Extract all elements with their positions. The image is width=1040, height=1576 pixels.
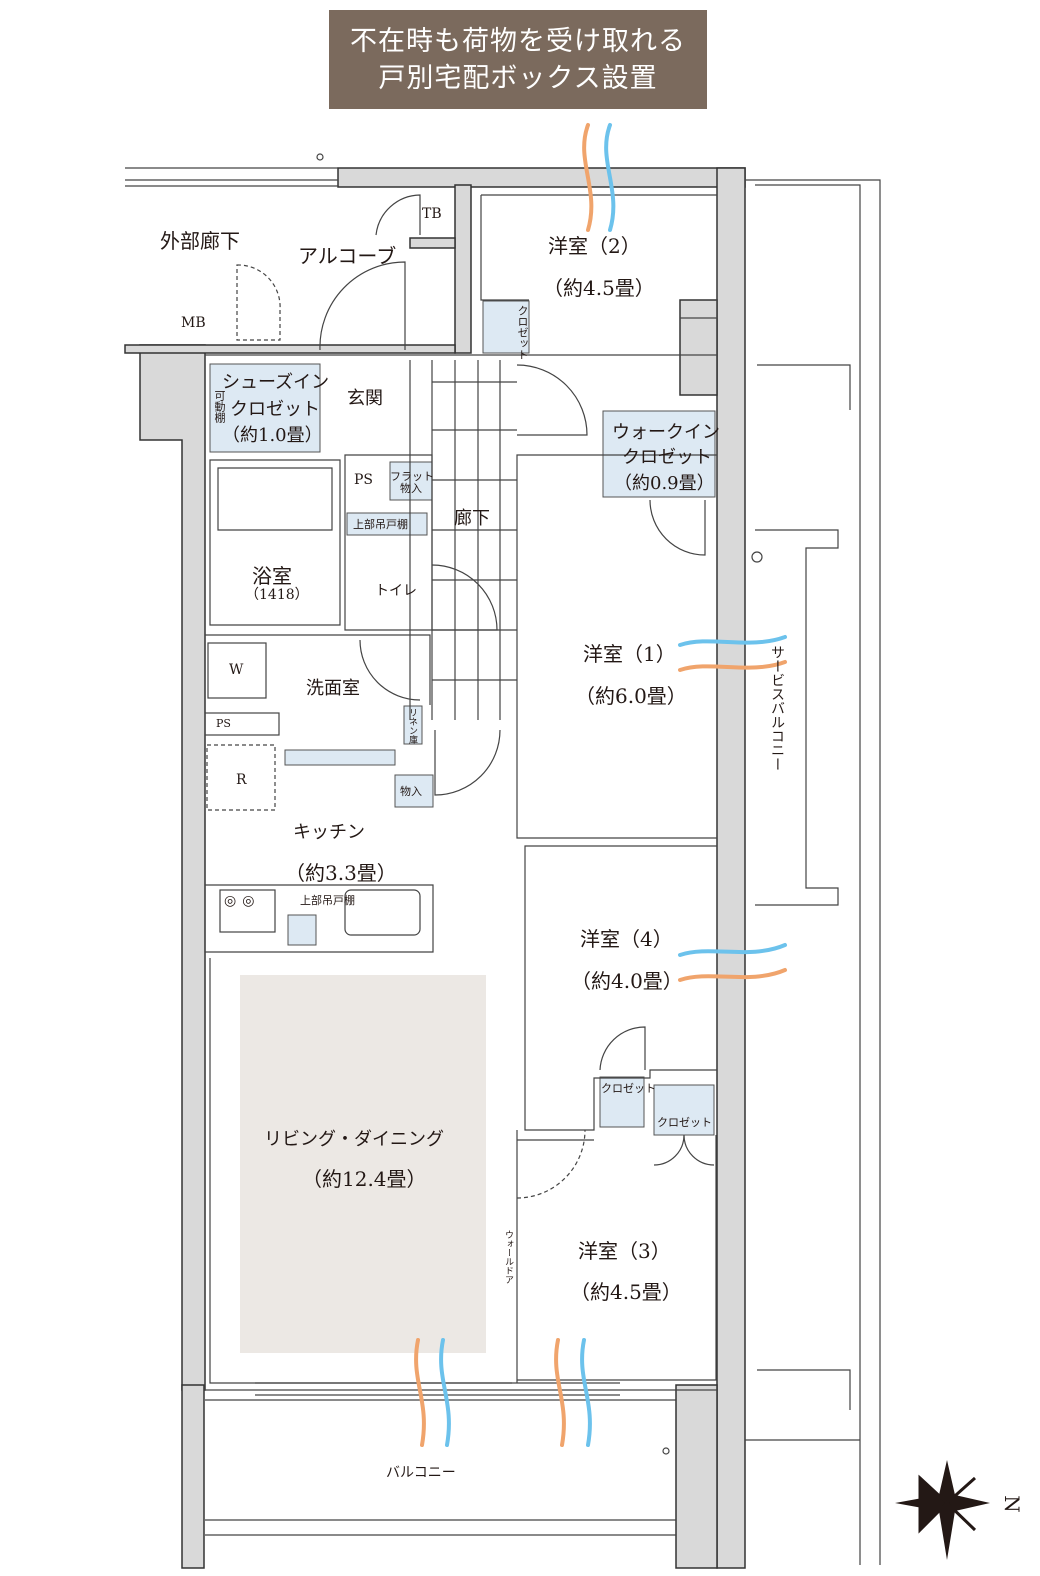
walkin-closet-label-1: ウォークイン	[612, 422, 720, 443]
flat-storage-label-2: 物入	[400, 482, 422, 495]
shoes-closet-label-2: クロゼット	[230, 399, 320, 420]
stove-icon: ◎◎	[224, 893, 261, 909]
storage-label: 物入	[400, 785, 422, 798]
shoes-closet-size: （約1.0畳）	[222, 425, 323, 446]
corridor-label: 廊下	[454, 508, 490, 529]
banner-line-1: 不在時も荷物を受け取れる	[350, 26, 686, 57]
ps-label-2: PS	[216, 717, 231, 730]
shoes-closet-label-1: シューズイン	[222, 372, 330, 393]
north-label: N	[999, 1495, 1024, 1513]
western-room-4-size: （約4.0畳）	[571, 969, 683, 993]
western-room-2-name: 洋室（2）	[548, 234, 641, 258]
western-room-1-size: （約6.0畳）	[575, 684, 687, 708]
wall-door-label: ウォールドア	[503, 1230, 513, 1284]
delivery-box-banner: 不在時も荷物を受け取れる 戸別宅配ボックス設置	[329, 10, 707, 109]
alcove-label: アルコーブ	[298, 244, 397, 268]
tb-label: TB	[422, 206, 442, 222]
balcony-label: バルコニー	[386, 1465, 456, 1481]
mb-label: MB	[181, 315, 206, 331]
wind-arrows	[414, 123, 787, 1447]
kitchen-size: （約3.3畳）	[285, 861, 397, 885]
western-room-1-name: 洋室（1）	[583, 642, 676, 666]
toilet-label: トイレ	[375, 583, 417, 599]
thin-lines	[125, 153, 881, 1565]
western-room-3-name: 洋室（3）	[578, 1239, 671, 1263]
kitchen-label: キッチン	[293, 822, 365, 843]
closet-room2-label: クロゼット	[516, 305, 529, 360]
entrance-label: 玄関	[347, 388, 383, 409]
living-floor	[240, 975, 486, 1353]
living-dining-name: リビング・ダイニング	[264, 1129, 444, 1150]
flat-storage-label-1: フラット	[390, 470, 434, 483]
kitchen-upper-cabinet-label: 上部吊戸棚	[300, 894, 355, 907]
linen-storage-label: リネン庫	[407, 708, 417, 744]
toilet-upper-cabinet-label: 上部吊戸棚	[353, 518, 408, 531]
walkin-closet-label-2: クロゼット	[622, 447, 712, 468]
external-corridor-label: 外部廊下	[160, 229, 240, 253]
washroom-label: 洗面室	[306, 678, 360, 699]
banner-line-2: 戸別宅配ボックス設置	[378, 63, 658, 94]
living-dining-size: （約12.4畳）	[302, 1167, 427, 1191]
closet-room4-b-label: クロゼット	[657, 1116, 712, 1129]
western-room-2-size: （約4.5畳）	[543, 276, 655, 300]
movable-shelf-label: 可動棚	[213, 390, 226, 423]
ps-label-1: PS	[354, 472, 374, 488]
closet-room4-a-label: クロゼット	[601, 1082, 656, 1095]
washer-label: W	[229, 662, 244, 678]
walkin-closet-size: （約0.9畳）	[614, 473, 715, 494]
service-balcony-label: サービスバルコニー	[769, 645, 785, 771]
compass-rose-icon	[895, 1460, 990, 1560]
fridge-label: R	[236, 772, 247, 788]
western-room-4-name: 洋室（4）	[580, 927, 673, 951]
bath-label: 浴室	[252, 564, 292, 588]
walls	[124, 167, 746, 1569]
bath-size: （1418）	[245, 587, 309, 603]
western-room-3-size: （約4.5畳）	[570, 1280, 682, 1304]
closet-fills	[209, 300, 716, 1136]
